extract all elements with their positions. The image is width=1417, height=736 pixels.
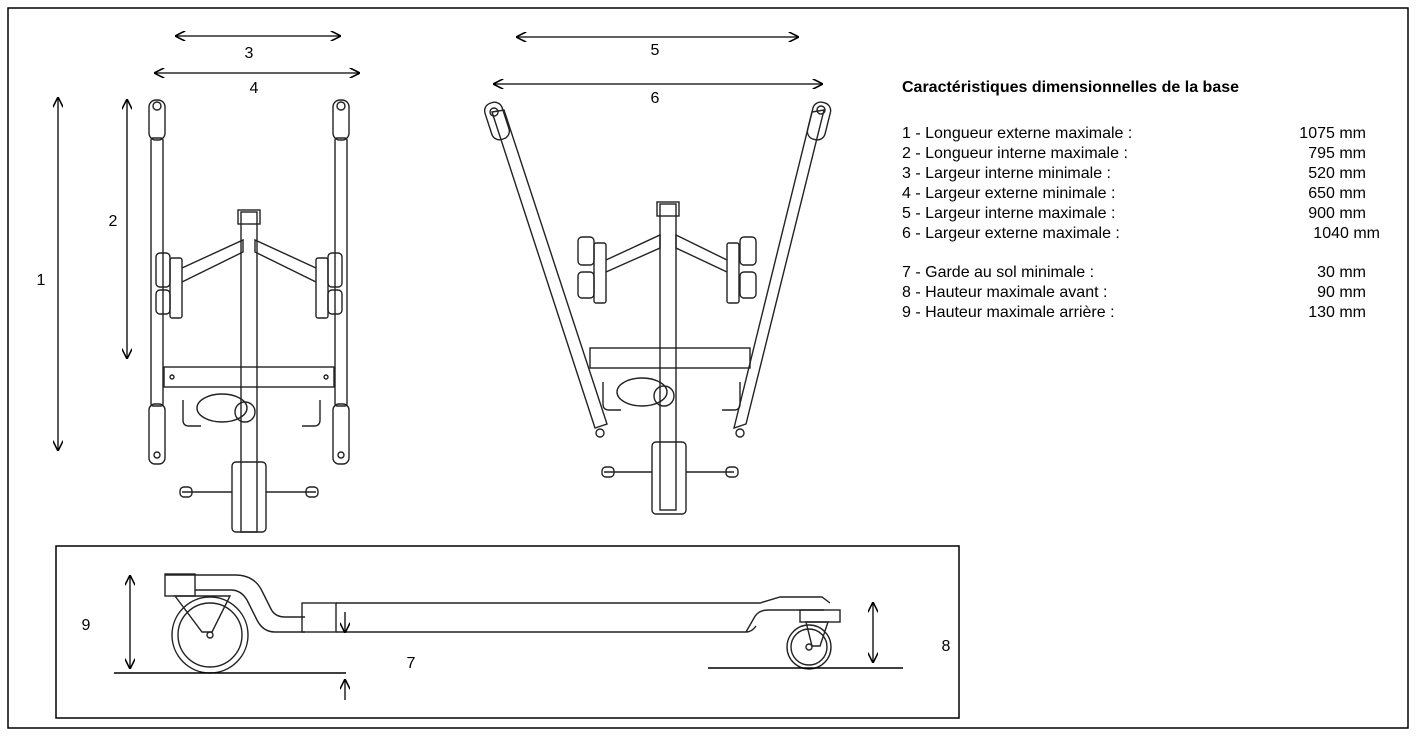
- spec-label: 9 - Hauteur maximale arrière :: [902, 304, 1115, 321]
- spec-label: 3 - Largeur interne minimale :: [902, 165, 1111, 182]
- spec-value: 650 mm: [1308, 185, 1366, 202]
- spec-title: Caractéristiques dimensionnelles de la b…: [902, 79, 1240, 96]
- callout-9: 9: [82, 617, 91, 634]
- base-closed-top-view: [148, 99, 350, 533]
- spec-value: 900 mm: [1308, 205, 1366, 222]
- spec-label: 7 - Garde au sol minimale :: [902, 264, 1095, 281]
- callout-4: 4: [250, 80, 259, 97]
- spec-value: 130 mm: [1308, 304, 1366, 321]
- spec-label: 6 - Largeur externe maximale :: [902, 225, 1120, 242]
- spec-value: 1040 mm: [1313, 225, 1380, 242]
- callout-6: 6: [651, 90, 660, 107]
- callout-7: 7: [407, 655, 416, 672]
- callout-8: 8: [942, 638, 951, 655]
- base-side-view: [164, 573, 841, 674]
- callout-1: 1: [37, 272, 46, 289]
- spec-value: 795 mm: [1308, 145, 1366, 162]
- side-view-frame: [55, 545, 960, 719]
- callout-3: 3: [245, 45, 254, 62]
- dimension-arrows: [58, 36, 822, 450]
- spec-value: 30 mm: [1317, 264, 1366, 281]
- spec-label: 4 - Largeur externe minimale :: [902, 185, 1116, 202]
- spec-value: 1075 mm: [1299, 125, 1366, 142]
- spec-label: 2 - Longueur interne maximale :: [902, 145, 1128, 162]
- spec-label: 5 - Largeur interne maximale :: [902, 205, 1116, 222]
- callout-5: 5: [651, 42, 660, 59]
- spec-label: 1 - Longueur externe maximale :: [902, 125, 1133, 142]
- callout-2: 2: [109, 213, 118, 230]
- spec-value: 90 mm: [1317, 284, 1366, 301]
- spec-label: 8 - Hauteur maximale avant :: [902, 284, 1108, 301]
- spec-value: 520 mm: [1308, 165, 1366, 182]
- outer-border: [7, 7, 1409, 729]
- base-open-top-view: [483, 101, 832, 515]
